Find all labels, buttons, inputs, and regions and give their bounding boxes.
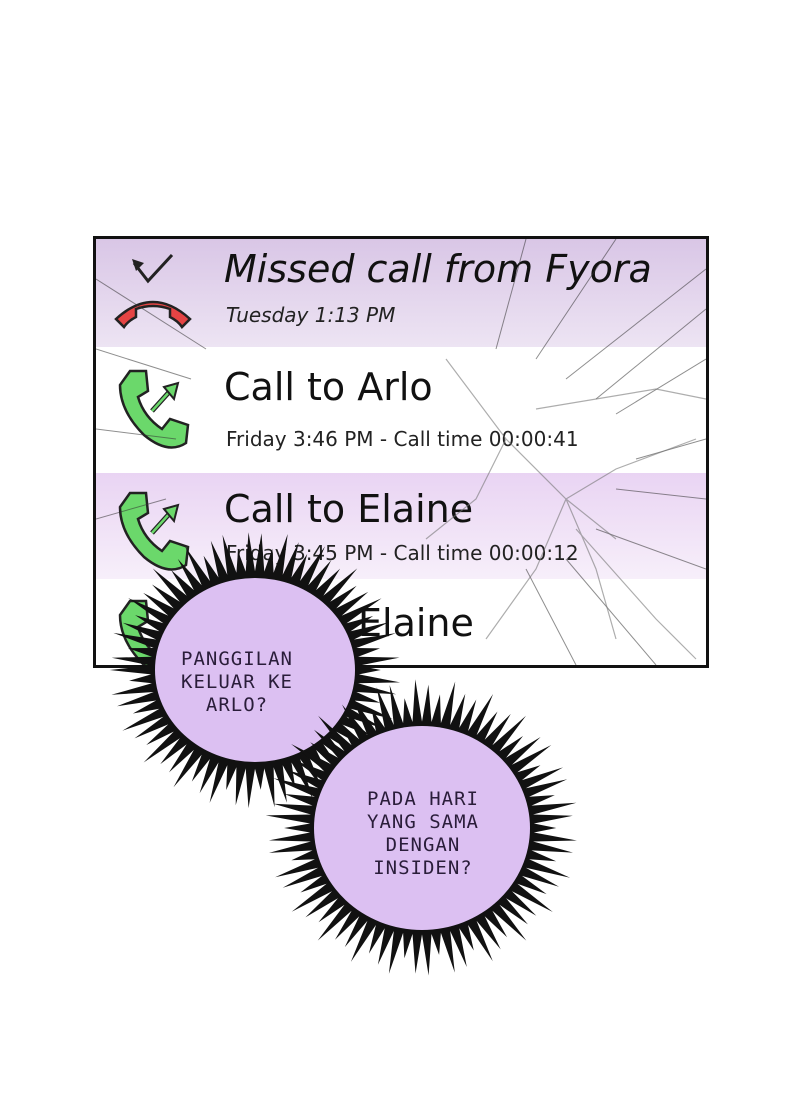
call-log-subtitle: Friday 3:46 PM - Call time 00:00:41 — [226, 427, 579, 451]
missed-call-icon — [114, 253, 192, 329]
speech-line: YANG SAMA — [367, 811, 479, 833]
speech-line: ARLO? — [205, 694, 269, 716]
call-log-subtitle: Tuesday 1:13 PM — [226, 303, 396, 327]
speech-line: DENGAN — [385, 834, 461, 856]
call-log-title: Missed call from Fyora — [224, 247, 652, 291]
call-log-item-outgoing[interactable]: Call to Arlo Friday 3:46 PM - Call time … — [96, 347, 706, 473]
speech-bubble-text: PANGGILAN KELUAR KE ARLO? — [152, 648, 322, 717]
speech-bubble-text: PADA HARI YANG SAMA DENGAN INSIDEN? — [338, 788, 508, 880]
outgoing-call-icon — [118, 369, 190, 449]
speech-line: PANGGILAN — [181, 648, 293, 670]
phone-call-log-screen: Missed call from Fyora Tuesday 1:13 PM C… — [93, 236, 709, 668]
call-log-item-missed[interactable]: Missed call from Fyora Tuesday 1:13 PM — [96, 239, 706, 347]
speech-burst-1 — [109, 532, 401, 809]
call-log-title: Call to Arlo — [224, 365, 433, 409]
speech-line: INSIDEN? — [373, 857, 473, 879]
speech-line: PADA HARI — [367, 788, 479, 810]
speech-burst-2 — [265, 679, 577, 976]
speech-line: KELUAR KE — [181, 671, 293, 693]
